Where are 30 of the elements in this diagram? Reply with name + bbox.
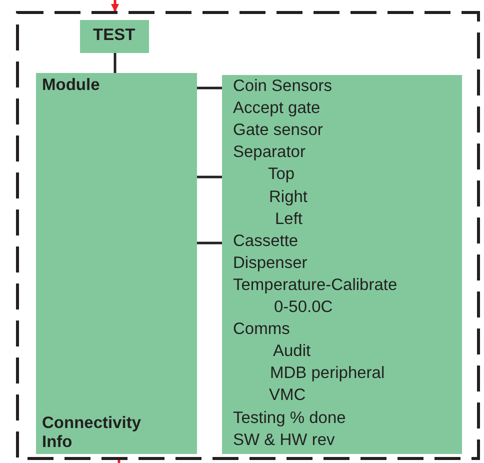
connector-line [118, 460, 120, 463]
box-label: TEST [93, 26, 136, 46]
list-item: MDB peripheral [270, 364, 385, 384]
list-box [222, 75, 462, 454]
module-box [36, 73, 197, 454]
list-item: Testing % done [233, 408, 346, 428]
list-item: Gate sensor [233, 121, 323, 141]
connector-line [197, 86, 222, 90]
list-item: Top [268, 165, 295, 186]
list-item: Separator [233, 143, 306, 163]
list-item: VMC [269, 386, 306, 406]
list-item: SW & HW rev [233, 430, 335, 450]
box-label: Connectivity Info [42, 414, 142, 453]
connector-line [197, 176, 222, 178]
list-item: Audit [273, 342, 311, 362]
list-item: Accept gate [233, 99, 320, 119]
list-item: Dispenser [233, 254, 308, 274]
list-item: Comms [233, 320, 290, 340]
connector-line [114, 53, 116, 73]
list-item: Coin Sensors [233, 77, 332, 97]
arrow [111, 0, 119, 12]
list-item: Right [269, 188, 308, 208]
list-item: Temperature-Calibrate [233, 276, 398, 296]
list-item: Left [275, 210, 303, 230]
list-item: 0-50.0C [274, 298, 333, 318]
title-box [80, 20, 149, 53]
dashed-boundary-box [16, 11, 480, 460]
connector-line [197, 242, 222, 244]
box-label: Module [42, 76, 100, 96]
list-item: Cassette [233, 232, 298, 252]
